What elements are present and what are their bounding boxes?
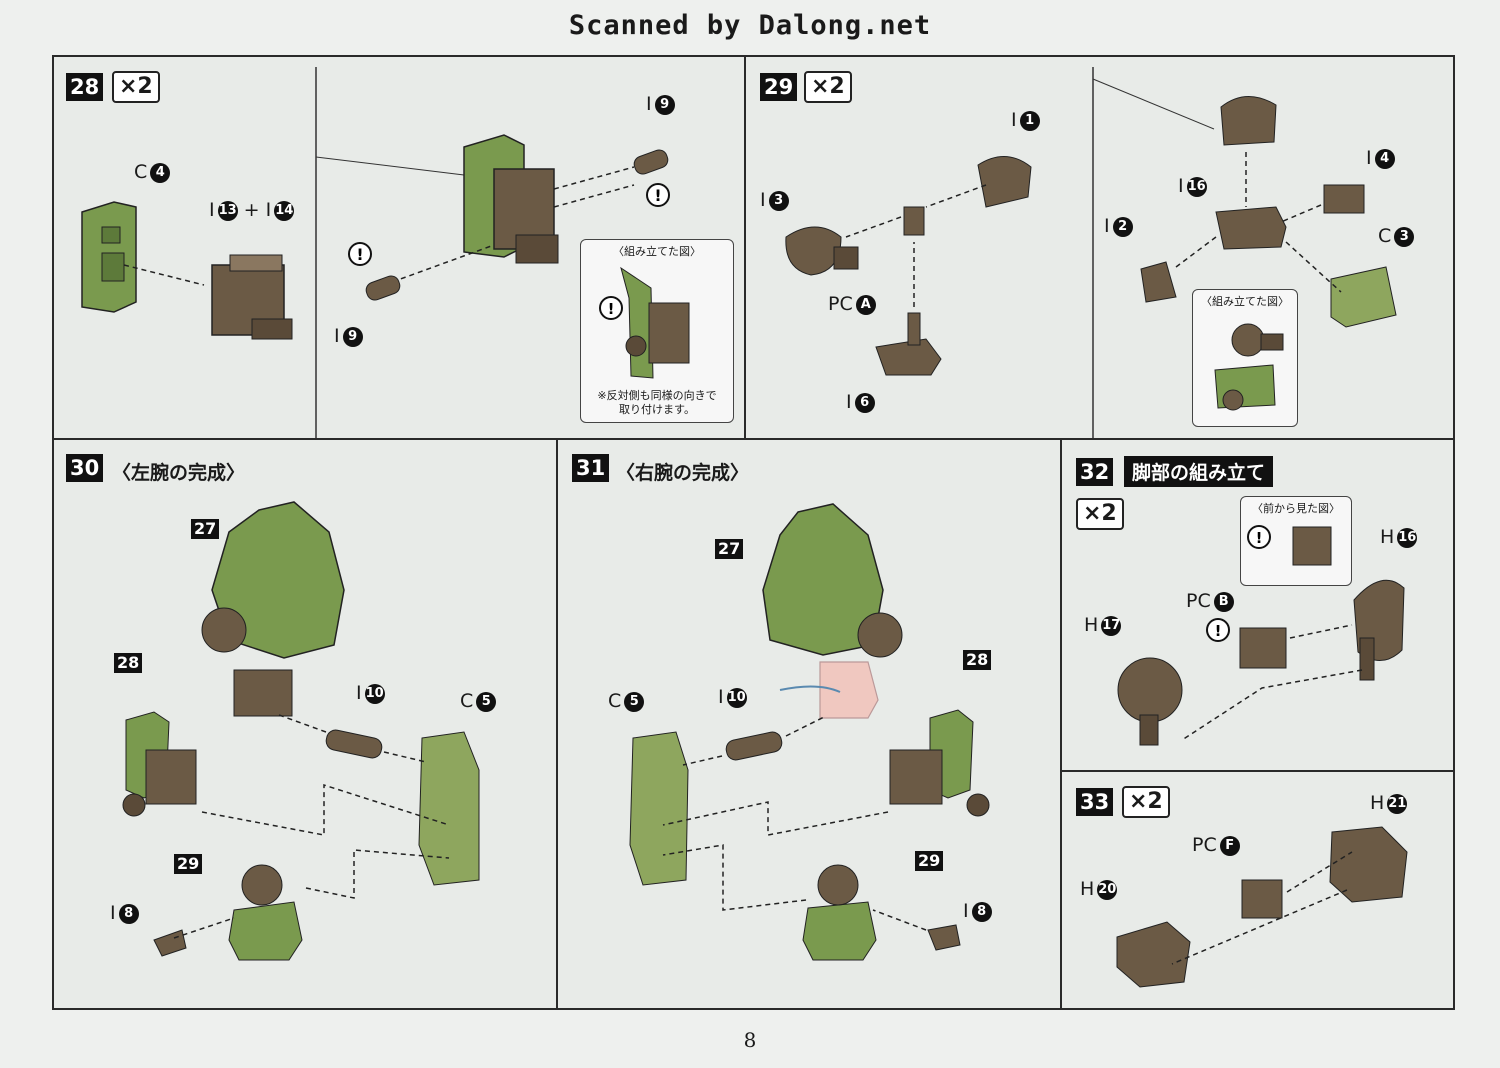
scan-credit: Scanned by Dalong.net <box>568 10 932 41</box>
svg-text:!: ! <box>654 186 661 205</box>
step-31-illustration <box>629 503 990 961</box>
step-28-illustration: ! ! <box>81 67 670 438</box>
ref-28: 28 <box>114 653 143 673</box>
multiplier-badge: ×2 <box>1076 498 1124 530</box>
assembled-view-inset: 〈組み立てた図〉 <box>1192 289 1298 427</box>
assembled-view-drawing: ! <box>599 266 690 379</box>
assembled-view-inset: 〈組み立てた図〉 ! ※反対側も同様の向きで 取り付けます。 <box>580 239 734 423</box>
assembled-view-drawing <box>1214 323 1284 411</box>
multiplier-badge: ×2 <box>112 71 160 103</box>
ref-27: 27 <box>191 519 220 539</box>
step-title: 〈右腕の完成〉 <box>616 462 750 484</box>
svg-text:!: ! <box>1215 622 1222 640</box>
ref-27: 27 <box>715 539 744 559</box>
inset-note: ※反対側も同様の向きで 取り付けます。 <box>597 389 717 416</box>
svg-text:!: ! <box>608 300 615 318</box>
ref-29: 29 <box>174 854 203 874</box>
multiplier-badge: ×2 <box>1122 786 1170 818</box>
step-title: 脚部の組み立て <box>1124 456 1274 487</box>
step-30-illustration <box>122 501 480 961</box>
step-33-illustration <box>1116 826 1408 988</box>
step-29-illustration <box>785 67 1397 438</box>
inset-title: 〈前から見た図〉 <box>1252 502 1340 515</box>
step-number: 29 <box>760 73 798 101</box>
multiplier-badge: ×2 <box>804 71 852 103</box>
step-number: 32 <box>1076 458 1114 486</box>
ref-29: 29 <box>915 851 944 871</box>
step-title: 〈左腕の完成〉 <box>112 462 246 484</box>
step-number: 28 <box>66 73 104 101</box>
step-32-illustration: ! <box>1117 579 1405 746</box>
step-number: 30 <box>66 454 104 482</box>
inset-title: 〈組み立てた図〉 <box>1201 295 1289 308</box>
step-number: 31 <box>572 454 610 482</box>
inset-title: 〈組み立てた図〉 <box>613 245 701 258</box>
svg-text:!: ! <box>1256 529 1263 547</box>
svg-text:!: ! <box>356 245 363 264</box>
front-view-drawing: ! <box>1247 525 1332 566</box>
step-number: 33 <box>1076 788 1114 816</box>
front-view-inset: 〈前から見た図〉 ! <box>1240 496 1352 586</box>
page-number: 8 <box>743 1028 757 1052</box>
ref-28: 28 <box>963 650 992 670</box>
